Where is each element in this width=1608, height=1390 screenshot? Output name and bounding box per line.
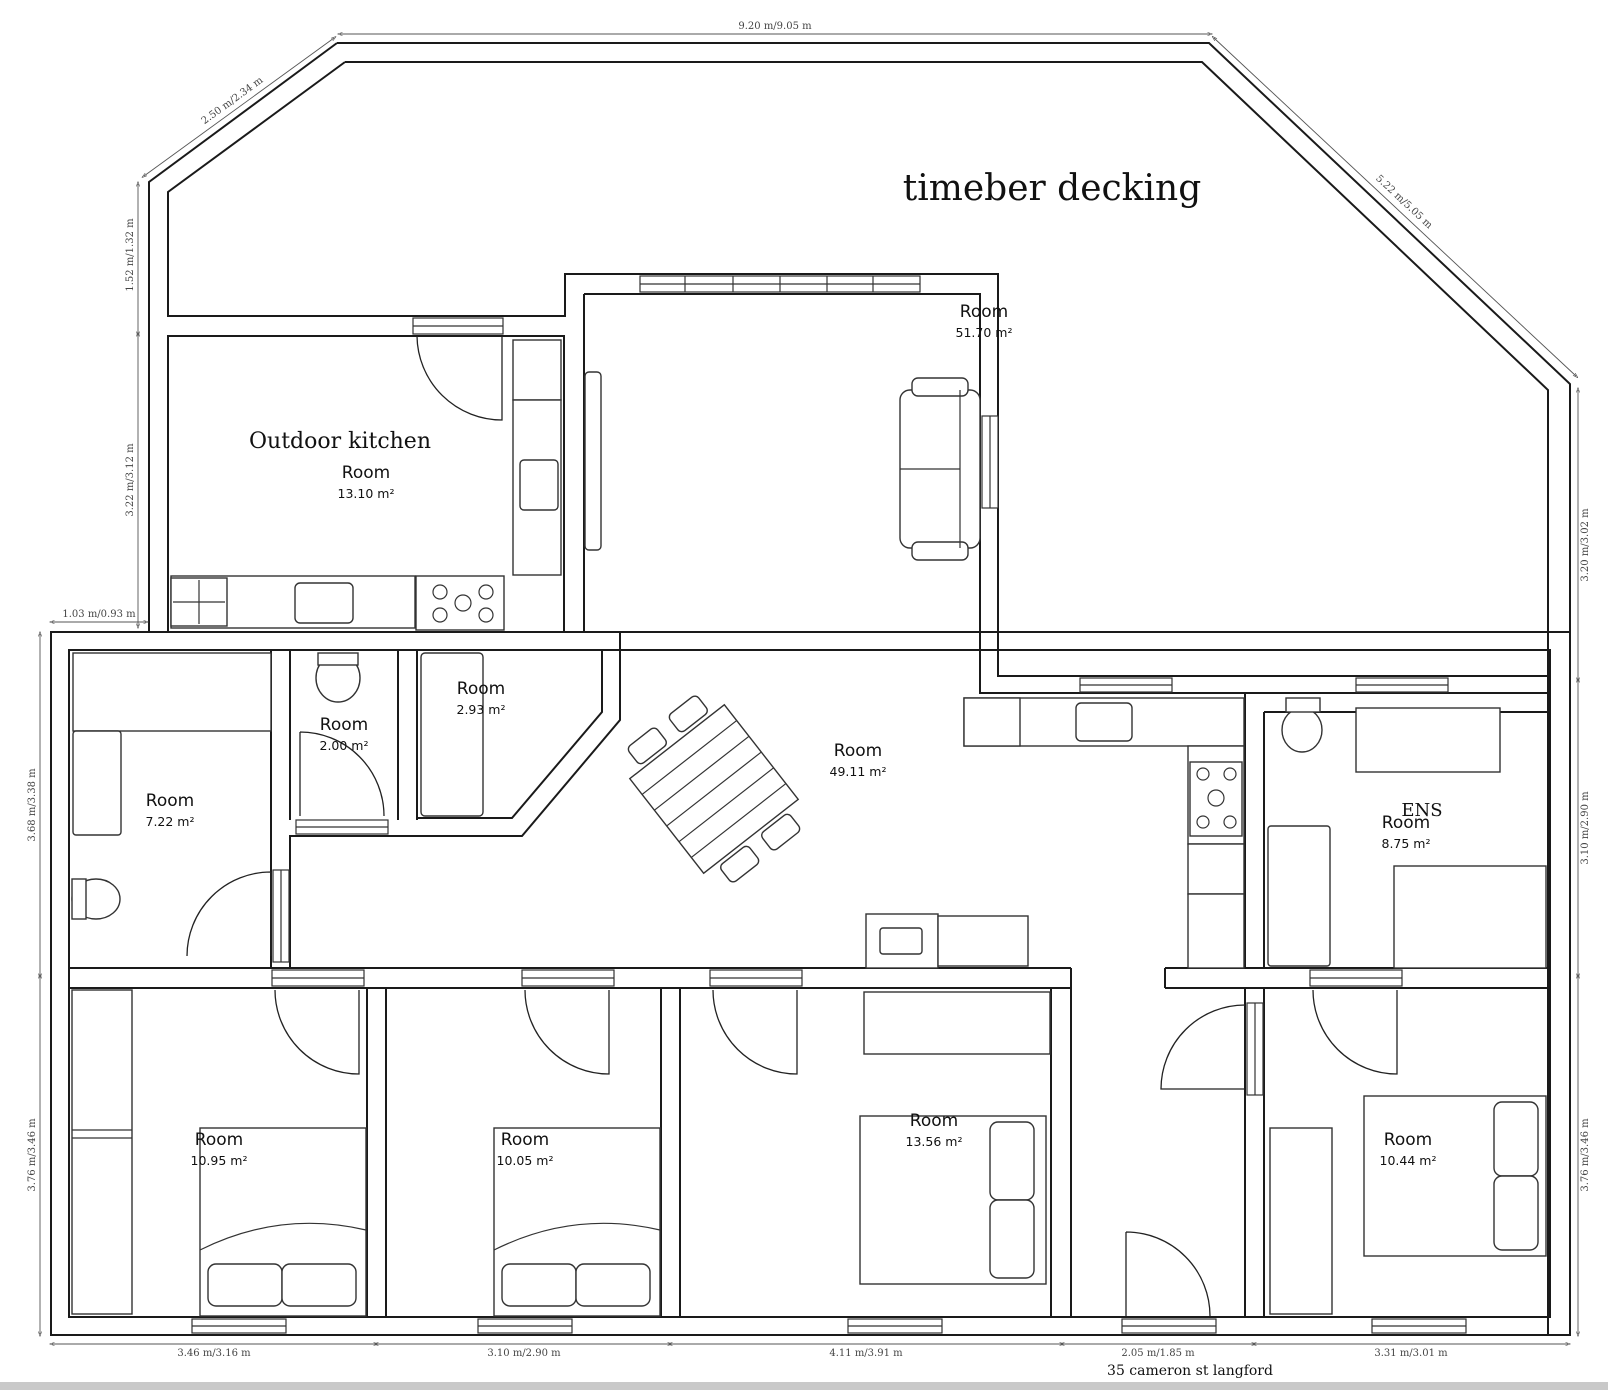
dim-left-upper: 1.52 m/1.32 m (125, 218, 136, 292)
room-area: 49.11 m² (830, 764, 887, 779)
vanity-icon (1355, 707, 1501, 773)
dim-bottom-1: 3.46 m/3.16 m (177, 1348, 251, 1359)
sink-icon (1075, 702, 1133, 742)
dim-left-step: 1.03 m/0.93 m (62, 609, 136, 620)
room-area: 2.00 m² (320, 738, 369, 753)
room-area: 8.75 m² (1382, 836, 1431, 851)
room-name: Room (1382, 813, 1430, 833)
room-area: 10.44 m² (1380, 1153, 1437, 1168)
dim-bottom-3: 4.11 m/3.91 m (829, 1348, 903, 1359)
room-area: 7.22 m² (146, 814, 195, 829)
room-name: Room (342, 463, 390, 483)
room-name: Room (320, 715, 368, 735)
house-walls (50, 293, 1571, 1336)
shower-icon (1393, 865, 1547, 969)
room-name: Room (501, 1130, 549, 1150)
toilet-icon (1281, 707, 1323, 753)
room-area: 2.93 m² (457, 702, 506, 717)
room-area: 13.10 m² (338, 486, 395, 501)
room-name: Room (910, 1111, 958, 1131)
bedroom-furniture (71, 989, 1547, 1317)
windows (191, 275, 1467, 1334)
cooktop-icon (1189, 761, 1243, 837)
ens-label: ENS (1401, 800, 1442, 821)
dim-left-bottom: 3.76 m/3.46 m (27, 1118, 38, 1192)
room-area: 10.95 m² (191, 1153, 248, 1168)
main-kitchen (865, 697, 1245, 969)
room-area: 51.70 m² (956, 325, 1013, 340)
dim-right-mid: 3.10 m/2.90 m (1580, 791, 1591, 865)
living-upper-furniture (584, 371, 981, 561)
wardrobe-icon (71, 989, 133, 1315)
dim-top-right-diag: 5.22 m/5.05 m (1373, 173, 1434, 231)
ensuite-fixtures (1267, 697, 1547, 969)
dimension-lines (40, 34, 1578, 1344)
outdoor-kitchen-label: Outdoor kitchen (249, 429, 431, 454)
bottom-scroll-bar (0, 1382, 1608, 1390)
room-area: 13.56 m² (906, 1134, 963, 1149)
dim-left-lower: 3.68 m/3.38 m (27, 768, 38, 842)
wardrobe-icon (863, 991, 1051, 1055)
decking-label: timeber decking (903, 168, 1202, 209)
dim-right-bottom: 3.76 m/3.46 m (1580, 1118, 1591, 1192)
sink-icon (294, 582, 354, 624)
service-fixtures (71, 652, 484, 920)
room-name: Room (960, 302, 1008, 322)
room-name: Room (834, 741, 882, 761)
room-labels: Room 51.70 m² Room 13.10 m² Room 7.22 m²… (146, 302, 1437, 1168)
dim-left-mid: 3.22 m/3.12 m (125, 443, 136, 517)
room-area: 10.05 m² (497, 1153, 554, 1168)
dim-bottom-2: 3.10 m/2.90 m (487, 1348, 561, 1359)
address-label: 35 cameron st langford (1107, 1363, 1273, 1379)
room-name: Room (1384, 1130, 1432, 1150)
doors (186, 335, 1398, 1317)
room-name: Room (457, 679, 505, 699)
outdoor-kitchen-fixtures (170, 339, 562, 631)
dim-bottom-4: 2.05 m/1.85 m (1121, 1348, 1195, 1359)
dim-bottom-5: 3.31 m/3.01 m (1374, 1348, 1448, 1359)
sink-icon (519, 459, 559, 511)
tv-unit-icon (584, 371, 602, 551)
dim-right-upper: 3.20 m/3.02 m (1580, 508, 1591, 582)
room-name: Room (146, 791, 194, 811)
dining-table (627, 695, 801, 883)
dimension-labels: 9.20 m/9.05 m 2.50 m/2.34 m 5.22 m/5.05 … (27, 21, 1591, 1359)
room-name: Room (195, 1130, 243, 1150)
cooktop-icon (415, 575, 505, 631)
dim-top: 9.20 m/9.05 m (738, 21, 812, 32)
wardrobe-icon (1269, 1127, 1333, 1315)
